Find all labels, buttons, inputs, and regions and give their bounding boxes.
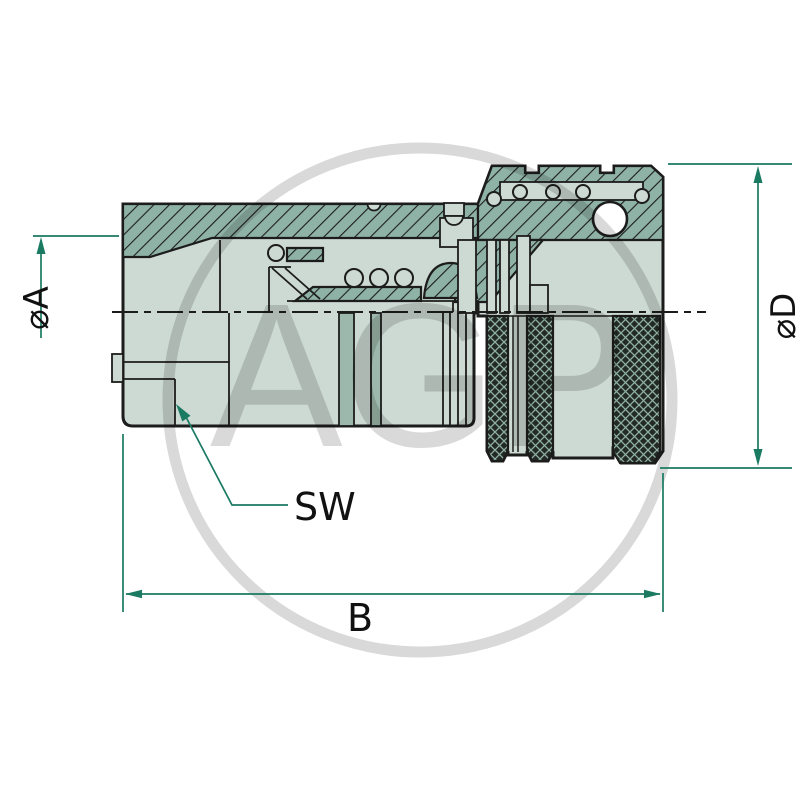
dim-b-arrow-left (125, 589, 142, 599)
o-ring-left (267, 244, 285, 262)
race-ball-2 (512, 184, 528, 200)
valve-ball-2 (369, 268, 389, 288)
hatch-seal-gland (285, 246, 325, 263)
sw-leader-arrow (176, 404, 191, 422)
dimension-d: ⌀D (660, 163, 800, 469)
watermark-circle (162, 142, 678, 658)
dimension-b: B (122, 434, 664, 640)
detent-ball (444, 215, 464, 226)
leader-sw: SW (176, 404, 356, 529)
label-length-b: B (347, 596, 373, 640)
label-diameter-d: ⌀D (764, 293, 800, 340)
dim-b-arrow-right (644, 589, 661, 599)
detent-notch (443, 202, 465, 217)
knurled-collar (485, 314, 662, 465)
knurl-gap-lines (508, 315, 661, 453)
sleeve-slab-1 (457, 239, 477, 314)
sw-leader-line (185, 416, 288, 506)
vent-dimple (366, 203, 382, 212)
interior-details (111, 181, 650, 427)
dim-d-arrow-bottom (753, 449, 763, 466)
knurl-ring-2 (525, 314, 555, 463)
watermark: AGP (162, 142, 678, 658)
stem-lines (442, 313, 467, 426)
left-tab (111, 353, 124, 383)
dim-d-arrow-top (753, 166, 763, 183)
dim-a-arrow (36, 237, 46, 254)
valve-ball-3 (394, 268, 414, 288)
label-wrench-size: SW (294, 485, 356, 529)
dimension-a: ⌀A (17, 235, 119, 338)
race-ball-1 (486, 191, 502, 207)
race-ball-5 (634, 188, 650, 204)
dim-d-lines (660, 163, 792, 469)
dim-b-lines (122, 434, 664, 612)
race-ball-4 (575, 184, 591, 200)
valve-ball-1 (344, 268, 364, 288)
label-diameter-a: ⌀A (17, 286, 57, 330)
interior-lines-left (219, 240, 478, 313)
dim-a-lines (33, 235, 119, 338)
watermark-text: AGP (210, 261, 630, 490)
